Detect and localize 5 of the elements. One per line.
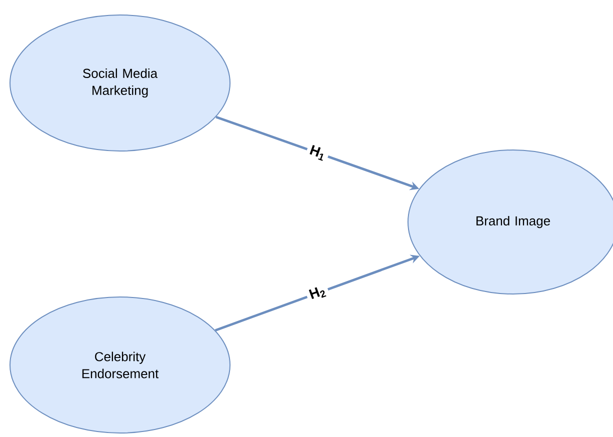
ellipse-node: Social Media Marketing [10, 14, 230, 152]
edge-label: H$_{1}$ [304, 140, 331, 165]
ellipse-node: Celebrity Endorsement [10, 296, 230, 434]
ellipse-node: Brand Image [408, 150, 613, 294]
edge-label: H$_{2}$ [304, 281, 331, 306]
